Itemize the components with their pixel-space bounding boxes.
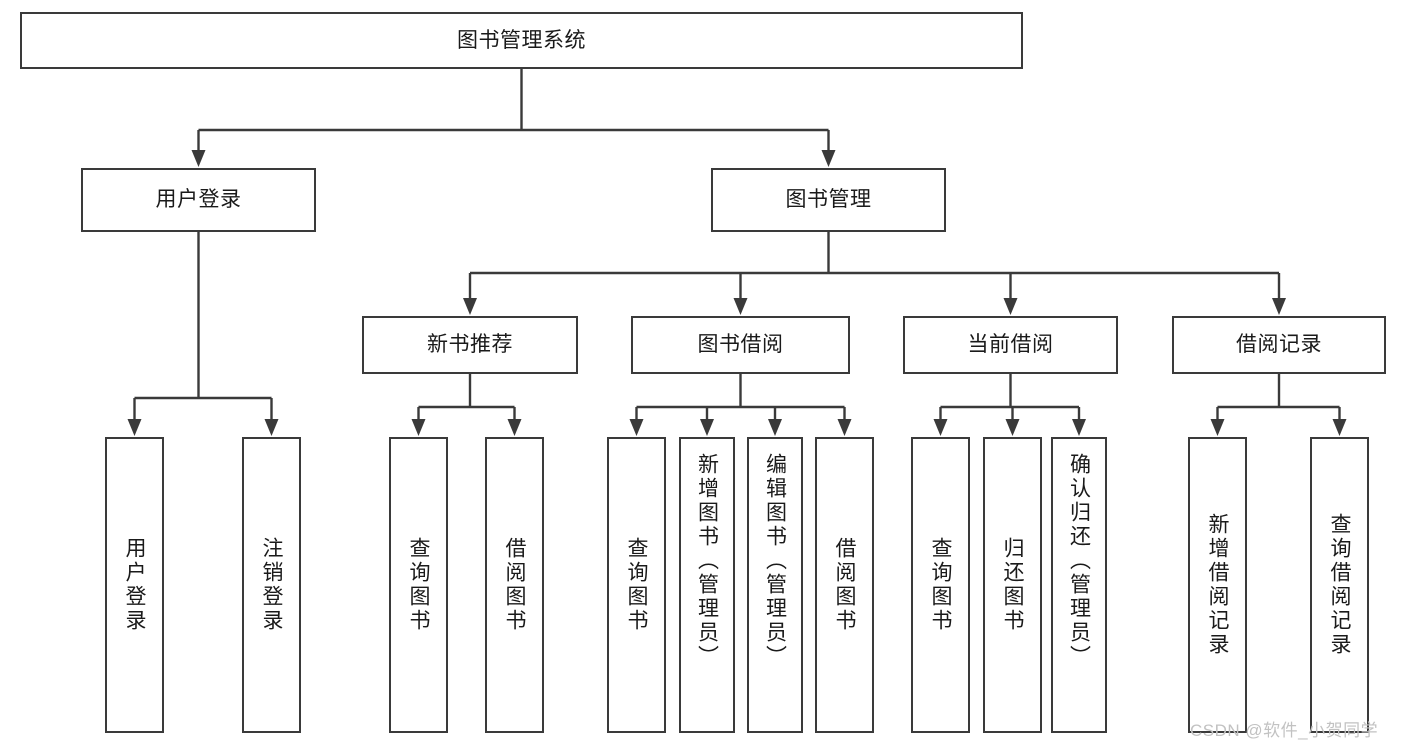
node-leaf_8: 借阅图书 (815, 437, 874, 733)
node-leaf_4: 借阅图书 (485, 437, 544, 733)
node-l3_4: 借阅记录 (1172, 316, 1386, 374)
node-label: 借阅记录 (1236, 333, 1322, 357)
node-label: 新增图书（管理员） (695, 453, 719, 669)
arrow-head-icon (1332, 419, 1347, 436)
node-leaf_2: 注销登录 (242, 437, 301, 733)
node-leaf_9: 查询图书 (911, 437, 970, 733)
node-label: 编辑图书（管理员） (763, 453, 787, 669)
arrow-head-icon (191, 150, 206, 167)
arrow-head-icon (1272, 298, 1286, 315)
node-root: 图书管理系统 (20, 12, 1023, 69)
node-label: 用户登录 (123, 537, 146, 633)
arrow-head-icon (1003, 298, 1018, 315)
node-l2_1: 用户登录 (81, 168, 316, 232)
node-l2_2: 图书管理 (711, 168, 946, 232)
node-l3_1: 新书推荐 (362, 316, 578, 374)
node-l3_3: 当前借阅 (903, 316, 1118, 374)
node-label: 查询图书 (625, 537, 648, 633)
node-label: 新增借阅记录 (1206, 513, 1229, 657)
node-leaf_3: 查询图书 (389, 437, 448, 733)
arrow-head-icon (700, 419, 714, 436)
node-label: 确认归还（管理员） (1067, 453, 1091, 669)
arrow-head-icon (933, 419, 948, 436)
node-l3_2: 图书借阅 (631, 316, 850, 374)
node-label: 查询借阅记录 (1328, 513, 1351, 657)
csdn-watermark: CSDN @软件_小贺同学 (1190, 721, 1379, 740)
node-label: 借阅图书 (833, 537, 856, 633)
node-leaf_5: 查询图书 (607, 437, 666, 733)
arrow-head-icon (629, 419, 644, 436)
node-label: 当前借阅 (967, 333, 1054, 357)
node-leaf_10: 归还图书 (983, 437, 1042, 733)
arrow-head-icon (507, 419, 522, 436)
node-label: 注销登录 (260, 537, 283, 633)
node-label: 图书管理系统 (457, 28, 586, 52)
arrow-head-icon (768, 419, 782, 436)
node-label: 借阅图书 (503, 537, 526, 633)
node-label: 图书管理 (785, 188, 872, 212)
node-leaf_13: 查询借阅记录 (1310, 437, 1369, 733)
arrow-head-icon (463, 298, 477, 315)
arrow-head-icon (821, 150, 836, 167)
node-leaf_7: 编辑图书（管理员） (747, 437, 803, 733)
arrow-head-icon (127, 419, 142, 436)
node-label: 新书推荐 (427, 333, 513, 357)
arrow-head-icon (733, 298, 748, 315)
node-label: 用户登录 (155, 188, 242, 212)
node-leaf_11: 确认归还（管理员） (1051, 437, 1107, 733)
arrow-head-icon (1072, 419, 1086, 436)
arrow-head-icon (837, 419, 852, 436)
arrow-head-icon (1210, 419, 1225, 436)
node-leaf_6: 新增图书（管理员） (679, 437, 735, 733)
node-label: 查询图书 (407, 537, 430, 633)
node-label: 图书借阅 (697, 333, 784, 357)
arrow-head-icon (411, 419, 426, 436)
arrow-head-icon (1005, 419, 1020, 436)
node-label: 归还图书 (1001, 537, 1024, 633)
node-leaf_12: 新增借阅记录 (1188, 437, 1247, 733)
arrow-head-icon (264, 419, 279, 436)
node-leaf_1: 用户登录 (105, 437, 164, 733)
node-label: 查询图书 (929, 537, 952, 633)
